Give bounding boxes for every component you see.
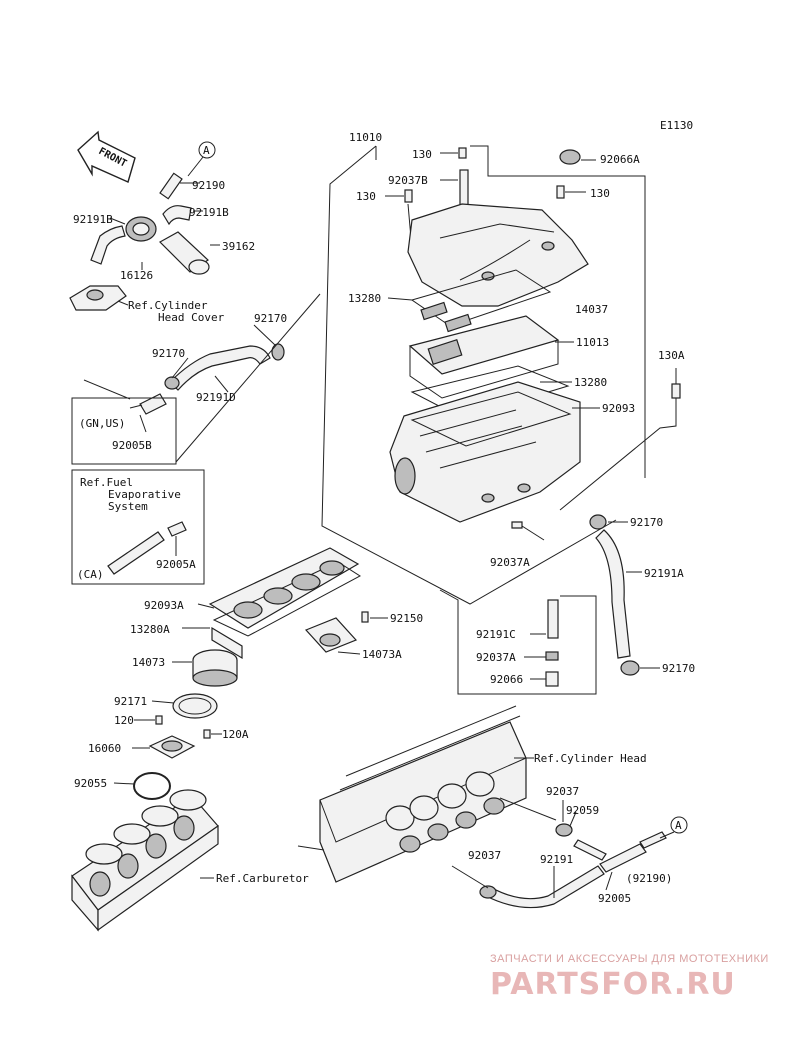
label-92005: 92005 <box>598 892 631 905</box>
leader-92037-r <box>499 797 557 821</box>
label-130-right: 130 <box>590 187 610 200</box>
label-92191c: 92191C <box>476 628 516 641</box>
label-16060: 16060 <box>88 742 121 755</box>
label-120a: 120A <box>222 728 249 741</box>
callout-a-top: A <box>187 141 216 177</box>
watermark: ЗАПЧАСТИ И АКСЕССУАРЫ ДЛЯ МОТОТЕХНИКИ PA… <box>490 953 769 1002</box>
svg-text:A: A <box>203 144 210 157</box>
svg-text:A: A <box>675 819 682 832</box>
label-11013: 11013 <box>576 336 609 349</box>
label-92191b-left: 92191B <box>73 213 113 226</box>
frame-top-right <box>470 145 646 478</box>
ref-fuel-line1: Ref.Fuel <box>80 476 133 489</box>
label-92170-left: 92170 <box>254 312 287 325</box>
bolts-top <box>385 147 596 251</box>
label-13280-top: 13280 <box>348 292 381 305</box>
label-92005a: 92005A <box>156 558 196 571</box>
fuel-evap-parts <box>107 521 187 575</box>
label-92191a: 92191A <box>644 567 684 580</box>
label-92059: 92059 <box>566 804 599 817</box>
label-130a: 130A <box>658 349 685 362</box>
label-11010: 11010 <box>349 131 382 144</box>
cylinder-head <box>319 705 527 883</box>
leader-92037-left <box>451 865 489 889</box>
label-130-left: 130 <box>356 190 376 203</box>
label-92093a: 92093A <box>144 599 184 612</box>
boundary-left <box>175 293 321 463</box>
drain-assembly <box>511 521 559 687</box>
label-14037: 14037 <box>575 303 608 316</box>
label-92191b-right: 92191B <box>189 206 229 219</box>
air-cleaner-upper-cover <box>407 203 589 307</box>
leader-cn-us <box>83 379 131 400</box>
watermark-tagline: ЗАПЧАСТИ И АКСЕССУАРЫ ДЛЯ МОТОТЕХНИКИ <box>490 953 769 965</box>
label-92037b: 92037B <box>388 174 428 187</box>
duct-14073a <box>304 611 369 653</box>
oring-92055 <box>133 772 171 800</box>
label-92191d: 92191D <box>196 391 236 404</box>
ref-carburetor: Ref.Carburetor <box>216 872 309 885</box>
holder-plate-assembly <box>208 547 361 660</box>
air-cleaner-lower-housing <box>389 381 581 523</box>
leader-130a <box>559 398 677 511</box>
frame-air-cleaner <box>321 145 617 605</box>
ref-head-cover-line2: Head Cover <box>158 311 225 324</box>
label-92037a-mid: 92037A <box>490 556 530 569</box>
label-92066: 92066 <box>490 673 523 686</box>
carburetor-assembly <box>71 789 219 932</box>
label-92170-low: 92170 <box>662 662 695 675</box>
label-16126: 16126 <box>120 269 153 282</box>
box-gn-us <box>71 397 177 465</box>
label-92066a: 92066A <box>600 153 640 166</box>
callout-a-bottom: A <box>659 816 688 839</box>
label-92190-top: 92190 <box>192 179 225 192</box>
label-92170-right: 92170 <box>630 516 663 529</box>
gasket-13280-top <box>410 269 552 333</box>
label-gn-us: (GN,US) <box>79 417 125 430</box>
label-120: 120 <box>114 714 134 727</box>
label-14073: 14073 <box>132 656 165 669</box>
air-filter-element <box>408 315 560 399</box>
label-13280a: 13280A <box>130 623 170 636</box>
label-13280-mid: 13280 <box>574 376 607 389</box>
label-92055: 92055 <box>74 777 107 790</box>
ref-cylinder-head: Ref.Cylinder Head <box>534 752 647 765</box>
label-92037-left: 92037 <box>468 849 501 862</box>
duct-14073 <box>192 649 238 687</box>
label-92005b: 92005B <box>112 439 152 452</box>
label-92037a-low: 92037A <box>476 651 516 664</box>
label-130-top: 130 <box>412 148 432 161</box>
pair-pipe-assembly <box>479 823 667 909</box>
label-92171: 92171 <box>114 695 147 708</box>
label-92191: 92191 <box>540 853 573 866</box>
label-39162: 39162 <box>222 240 255 253</box>
bolt-130a <box>671 383 681 399</box>
box-fuel-evap <box>71 469 205 585</box>
ref-fuel-line2: Evaporative <box>108 488 181 501</box>
label-ca: (CA) <box>77 568 104 581</box>
holder-16060 <box>148 735 196 759</box>
frame-drain <box>439 589 597 695</box>
front-arrow-icon: FRONT <box>77 130 136 183</box>
hose-92191a <box>589 514 640 676</box>
label-92150: 92150 <box>390 612 423 625</box>
label-92190-paren: (92190) <box>626 872 672 885</box>
bolt-120a <box>203 729 211 739</box>
diagram-code: E1130 <box>660 119 693 132</box>
label-92093: 92093 <box>602 402 635 415</box>
watermark-brand: PARTSFOR.RU <box>490 967 736 1002</box>
hose-92191d-assembly <box>129 324 285 433</box>
label-14073a: 14073A <box>362 648 402 661</box>
leader-head-left <box>297 845 325 851</box>
ref-head-cover-line1: Ref.Cylinder <box>128 299 208 312</box>
bolt-120 <box>155 715 163 725</box>
label-92037-right: 92037 <box>546 785 579 798</box>
pair-valve-assembly <box>69 172 220 311</box>
label-92170-mid: 92170 <box>152 347 185 360</box>
ref-fuel-line3: System <box>108 500 148 513</box>
